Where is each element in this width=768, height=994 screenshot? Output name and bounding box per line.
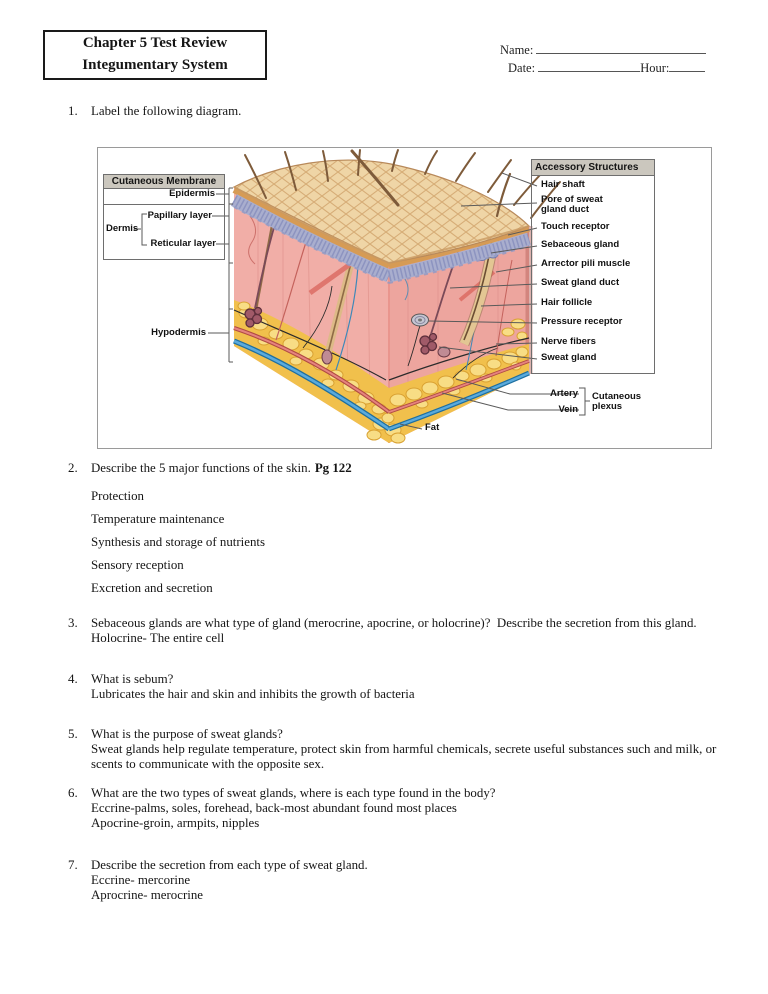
question-7-number: 7. <box>68 858 78 872</box>
label-arrector-pili-muscle: Arrector pili muscle <box>541 258 631 269</box>
accessory-structures-header: Accessory Structures <box>532 160 654 176</box>
hour-blank-line <box>669 60 706 72</box>
name-blank-line <box>536 42 707 54</box>
name-row: Name: <box>500 42 707 58</box>
answer-line: Aprocrine- merocrine <box>91 887 204 902</box>
label-hair-follicle: Hair follicle <box>541 297 593 308</box>
label-hypodermis: Hypodermis <box>151 327 206 338</box>
label-papillary-layer: Papillary layer <box>147 210 212 221</box>
epidermis-band <box>230 187 531 284</box>
title-box: Chapter 5 Test Review Integumentary Syst… <box>43 30 267 80</box>
question-5-text: What is the purpose of sweat glands? <box>91 727 283 741</box>
answer-line: Protection <box>91 489 144 503</box>
answer-line: Holocrine- The entire cell <box>91 631 225 645</box>
box-divider <box>104 204 224 205</box>
label-sweat-gland-duct: Sweat gland duct <box>541 277 620 288</box>
question-2: 2. Describe the 5 major functions of the… <box>68 461 728 604</box>
hour-label: Hour: <box>640 61 670 75</box>
label-cutaneous-plexus: Cutaneous plexus <box>592 391 642 412</box>
question-7: 7. Describe the secretion from each type… <box>68 858 728 902</box>
label-sebaceous-gland: Sebaceous gland <box>541 239 620 250</box>
leader-lines <box>134 172 590 430</box>
answer-line: Temperature maintenance <box>91 512 225 526</box>
question-2-page-ref: Pg 122 <box>314 461 352 475</box>
question-7-answers: Eccrine- mercorine Aprocrine- merocrine <box>91 873 728 902</box>
label-sweat-gland: Sweat gland <box>541 352 597 363</box>
label-pore-of-sweat-gland-duct: Pore of sweat gland duct <box>541 194 603 215</box>
label-vein: Vein <box>558 404 578 415</box>
question-5-number: 5. <box>68 727 78 741</box>
hair-shafts <box>244 149 561 219</box>
date-row: Date: Hour: <box>508 60 706 76</box>
question-3-answers: Holocrine- The entire cell <box>91 631 728 646</box>
question-4-answers: Lubricates the hair and skin and inhibit… <box>91 687 728 702</box>
answer-line: Eccrine- mercorine <box>91 873 191 887</box>
date-blank-line <box>538 60 641 72</box>
question-3-text: Sebaceous glands are what type of gland … <box>91 616 697 630</box>
label-artery: Artery <box>550 388 578 399</box>
cutaneous-membrane-box: Cutaneous Membrane <box>103 174 225 260</box>
sweat-gland-left <box>244 306 263 328</box>
question-5-answers: Sweat glands help regulate temperature, … <box>91 742 728 771</box>
skin-diagram-illustration <box>134 149 590 444</box>
answer-line: Lubricates the hair and skin and inhibit… <box>91 687 415 701</box>
answer-line: Eccrine-palms, soles, forehead, back-mos… <box>91 801 457 815</box>
question-4-text: What is sebum? <box>91 672 174 686</box>
title-line-1: Chapter 5 Test Review <box>82 35 228 52</box>
title-line-2: Integumentary System <box>82 57 228 73</box>
name-date-block: Name: Date: Hour: <box>500 42 707 76</box>
question-3-number: 3. <box>68 616 78 630</box>
label-dermis: Dermis <box>106 223 139 234</box>
answer-line: Synthesis and storage of nutrients <box>91 535 265 549</box>
question-1-number: 1. <box>68 104 78 118</box>
skin-surface <box>232 159 531 265</box>
label-touch-receptor: Touch receptor <box>541 221 610 232</box>
question-6-number: 6. <box>68 786 78 800</box>
label-hair-shaft: Hair shaft <box>541 179 585 190</box>
question-2-number: 2. <box>68 461 78 475</box>
label-epidermis: Epidermis <box>169 188 215 199</box>
label-fat: Fat <box>425 422 440 433</box>
question-1: 1. Label the following diagram. <box>68 104 728 119</box>
cutaneous-membrane-header: Cutaneous Membrane <box>104 175 224 189</box>
question-2-text: Describe the 5 major functions of the sk… <box>91 461 731 476</box>
date-label: Date: <box>508 61 536 75</box>
question-7-text: Describe the secretion from each type of… <box>91 858 368 872</box>
question-1-text: Label the following diagram. <box>91 104 242 118</box>
skin-diagram: Cutaneous Membrane Epidermis Papillary l… <box>97 147 712 449</box>
question-2-text-main: Describe the 5 major functions of the sk… <box>91 461 311 475</box>
answer-line: Apocrine-groin, armpits, nipples <box>91 815 260 830</box>
answer-line: Sensory reception <box>91 558 184 572</box>
question-5: 5. What is the purpose of sweat glands? … <box>68 727 728 771</box>
label-pressure-receptor: Pressure receptor <box>541 316 623 327</box>
question-6-answers: Eccrine-palms, soles, forehead, back-mos… <box>91 801 728 830</box>
cutaneous-plexus-vessels <box>233 326 530 432</box>
question-6: 6. What are the two types of sweat gland… <box>68 786 728 830</box>
label-nerve-fibers: Nerve fibers <box>541 336 596 347</box>
question-6-text: What are the two types of sweat glands, … <box>91 786 496 800</box>
label-reticular-layer: Reticular layer <box>150 238 216 249</box>
question-3: 3. Sebaceous glands are what type of gla… <box>68 616 728 646</box>
answer-line: Sweat glands help regulate temperature, … <box>91 742 720 771</box>
accessory-structures-box: Accessory Structures <box>531 159 655 374</box>
question-4-number: 4. <box>68 672 78 686</box>
name-label: Name: <box>500 43 534 57</box>
question-2-answers: Protection Temperature maintenance Synth… <box>91 489 728 596</box>
answer-line: Excretion and secretion <box>91 581 213 595</box>
sweat-gland-right <box>419 332 438 355</box>
question-4: 4. What is sebum? Lubricates the hair an… <box>68 672 728 702</box>
